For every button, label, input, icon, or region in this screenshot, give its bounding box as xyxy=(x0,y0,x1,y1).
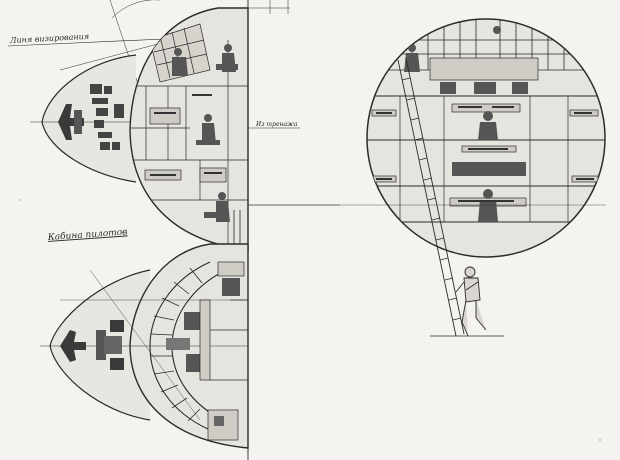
plan-nose-turret-icon xyxy=(60,320,124,370)
climbing-person xyxy=(455,266,487,337)
scan-marks xyxy=(19,199,602,442)
bottom-plan-view xyxy=(40,243,249,449)
pilot-cabin-label: Кабина пилотов xyxy=(46,226,127,243)
top-side-section xyxy=(7,0,340,460)
to-rear-label: Из тренажа xyxy=(255,121,298,128)
nose-turret-icon xyxy=(58,104,84,140)
cross-section-view xyxy=(248,18,606,337)
boarding-ladder xyxy=(397,57,465,337)
sight-line-label: Линя визирования xyxy=(9,32,90,45)
nose-equipment-blocks xyxy=(90,84,124,150)
